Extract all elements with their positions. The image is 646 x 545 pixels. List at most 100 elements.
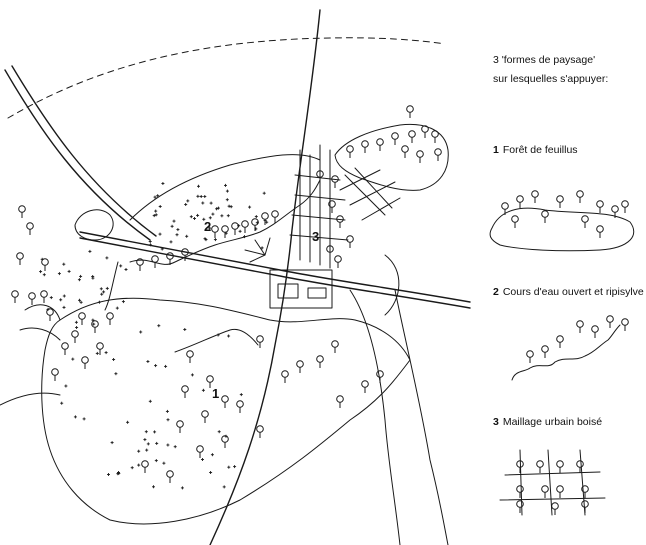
tree-symbol: [431, 130, 439, 144]
tree-symbol: [151, 255, 159, 269]
tree-symbol: [331, 340, 339, 354]
tree-symbol: [281, 370, 289, 384]
north-south-road: [209, 9, 321, 545]
tree-symbol: [78, 312, 86, 326]
tree-symbol: [186, 350, 194, 364]
urban-grid: [289, 144, 401, 269]
legend-river-sketch: [511, 324, 621, 381]
tree-symbol: [516, 195, 524, 209]
legend-forest-sketch: [489, 207, 635, 252]
tree-symbol: [576, 190, 584, 204]
tree-symbol: [256, 425, 264, 439]
legend-grid-sketch: [499, 449, 606, 516]
tree-symbol: [576, 320, 584, 334]
tree-symbol: [346, 235, 354, 249]
tree-symbol: [181, 385, 189, 399]
tree-symbol: [556, 460, 564, 474]
tree-symbol: [526, 350, 534, 364]
main-road: [79, 231, 471, 303]
tree-symbol: [40, 290, 48, 304]
tree-symbol: [296, 360, 304, 374]
legend-number-3: 3: [493, 416, 499, 428]
tree-symbol: [331, 175, 339, 189]
legend-label-2: Cours d'eau ouvert et ripisylve: [502, 286, 644, 298]
tree-symbol: [196, 445, 204, 459]
intro-line-1: 3 'formes de paysage': [493, 54, 596, 66]
tree-symbol: [556, 335, 564, 349]
legend-label-1: Forêt de feuillus: [502, 144, 578, 156]
tree-symbol: [81, 356, 89, 370]
tree-symbol: [376, 370, 384, 384]
tree-symbol: [556, 485, 564, 499]
tree-symbol: [421, 125, 429, 139]
tree-symbol: [106, 312, 114, 326]
tree-symbol: [201, 410, 209, 424]
tree-symbol: [541, 485, 549, 499]
tree-symbol: [141, 460, 149, 474]
tree-symbol: [334, 255, 342, 269]
tree-symbol: [581, 215, 589, 229]
tree-symbol: [531, 190, 539, 204]
tree-symbol: [211, 225, 219, 239]
river: [129, 179, 321, 265]
tree-symbol: [346, 145, 354, 159]
tree-symbol: [256, 335, 264, 349]
tree-symbol: [434, 148, 442, 162]
tree-symbol: [541, 210, 549, 224]
tree-symbol: [511, 215, 519, 229]
tree-symbol: [551, 502, 559, 516]
tree-symbol: [401, 145, 409, 159]
tree-symbol: [621, 318, 629, 332]
tree-symbol: [18, 205, 26, 219]
tree-symbol: [236, 400, 244, 414]
tree-symbol: [181, 248, 189, 262]
tree-symbol: [606, 315, 614, 329]
tree-symbol: [391, 132, 399, 146]
tree-symbol: [51, 368, 59, 382]
tree-symbol: [166, 470, 174, 484]
tree-symbol: [376, 138, 384, 152]
tree-symbol: [221, 225, 229, 239]
forest-boundary: [41, 297, 411, 525]
tree-symbol: [61, 342, 69, 356]
tree-symbol: [91, 320, 99, 334]
tree-symbol: [28, 292, 36, 306]
tree-symbol: [416, 150, 424, 164]
map-label-3: 3: [312, 229, 320, 244]
tree-symbol: [336, 215, 344, 229]
tree-symbol: [16, 252, 24, 266]
tree-symbol: [26, 222, 34, 236]
legend-number-1: 1: [493, 144, 499, 156]
tree-symbol: [41, 258, 49, 272]
tree-symbol: [241, 220, 249, 234]
tree-symbol: [596, 200, 604, 214]
tree-symbol: [361, 380, 369, 394]
tree-symbol: [536, 460, 544, 474]
curved-road: [4, 69, 151, 241]
dashed-boundary-line: [7, 37, 446, 119]
tree-symbol: [621, 200, 629, 214]
tree-symbol: [591, 325, 599, 339]
tree-symbol: [11, 290, 19, 304]
tree-symbol: [516, 485, 524, 499]
map-label-1: 1: [212, 386, 220, 401]
tree-symbol: [406, 105, 414, 119]
map-label-2: 2: [204, 219, 212, 234]
intro-line-2: sur lesquelles s'appuyer:: [493, 73, 609, 85]
tree-symbol: [556, 195, 564, 209]
tree-symbol: [596, 225, 604, 239]
tree-symbol: [316, 355, 324, 369]
tree-symbol: [221, 435, 229, 449]
tree-symbol: [336, 395, 344, 409]
tree-symbol: [231, 222, 239, 236]
legend-label-3: Maillage urbain boisé: [502, 416, 603, 428]
legend-number-2: 2: [493, 286, 499, 298]
tree-symbol: [408, 130, 416, 144]
tree-symbol: [361, 140, 369, 154]
tree-symbol: [71, 330, 79, 344]
tree-symbol: [541, 345, 549, 359]
